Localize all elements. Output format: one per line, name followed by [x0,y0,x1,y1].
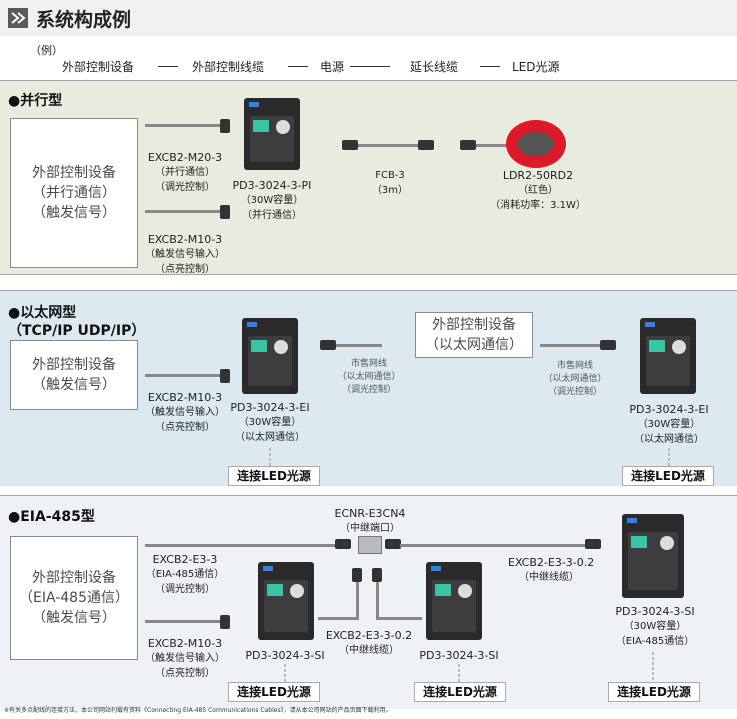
connector-line [269,448,271,466]
connect-led-label: 连接LED光源 [228,682,320,702]
section-title: ●并行型 [8,93,63,109]
controller-image [258,562,314,640]
connector-line [458,664,460,682]
relay-cable [376,582,379,618]
connector-icon [320,340,336,350]
connector-icon [220,119,230,133]
chain-item-1: 外部控制设备 [62,60,135,74]
cable-label: EXCB2-M10-3 （触发信号输入） （点亮控制） [145,637,225,679]
connector-icon [418,140,434,150]
cable-label: EXCB2-M20-3 （并行通信） （调光控制） [147,151,223,193]
footnote: ※有关多点配线的连接方法，本公司网站刊载有资料《Connecting EIA-4… [4,707,392,714]
controller-image [242,318,298,394]
connector-icon [372,568,382,582]
arrow-icon [8,8,28,28]
controller-label: PD3-3024-3-EI （30W容量） （以太网通信） [629,403,709,445]
relay-cable-label: EXCB2-E3-3-0.2 （中继线缆） [325,629,413,656]
cable-label: EXCB2-M10-3 （触发信号输入） （点亮控制） [145,391,225,433]
relay-cable [318,617,359,620]
example-label: （例） [30,44,63,57]
relay-cable [356,582,359,618]
section-title: ●以太网型 [8,305,77,321]
cable [145,210,225,213]
led-ring-light-image [506,120,566,168]
relay-terminal-icon [358,536,382,554]
cable-label: EXCB2-M10-3 （触发信号输入） （点亮控制） [145,233,225,275]
lan-cable-label: 市售网线 （以太网通信） （调光控制） [337,359,401,395]
connector-icon [220,615,230,629]
connector-icon [220,369,230,383]
controller-label: PD3-3024-3-SI （30W容量） （EIA-485通信） [615,605,695,647]
extension-cable [358,144,418,147]
relay-cable-label: EXCB2-E3-3-0.2 （中继线缆） [508,556,595,583]
divider [0,80,737,81]
lan-cable [336,344,382,347]
section-title: ●EIA-485型 [8,509,95,525]
divider [0,290,737,291]
relay-cable [376,617,422,620]
external-device-box: 外部控制设备 （EIA-485通信） （触发信号） [10,536,138,660]
chain-item-5: LED光源 [512,60,560,74]
controller-image [426,562,482,640]
divider [0,274,737,275]
controller-label: PD3-3024-3-EI （30W容量） （以太网通信） [230,401,310,443]
connector-icon [585,539,601,549]
connector-icon [335,539,351,549]
connect-led-label: 连接LED光源 [622,466,714,486]
device-name: 外部控制设备 [32,165,116,181]
connector-icon [352,568,362,582]
connect-led-label: 连接LED光源 [414,682,506,702]
cable [145,544,335,547]
connector-icon [220,205,230,219]
connect-led-label: 连接LED光源 [608,682,700,702]
external-device-box: 外部控制设备 （以太网通信） [415,312,533,358]
extension-cable-label: FCB-3 （3m） [371,170,409,196]
lan-cable-label: 市售网线 （以太网通信） （调光控制） [543,361,607,397]
controller-image [640,318,696,394]
chain-item-3: 电源 [320,60,345,74]
external-device-box: 外部控制设备 （并行通信） （触发信号） [10,118,138,268]
controller-label: PD3-3024-3-PI （30W容量） （并行通信） [232,179,312,221]
cable [145,124,225,127]
connector-icon [600,340,616,350]
chain-connector [350,66,390,67]
connector-icon [342,140,358,150]
controller-label: PD3-3024-3-SI [419,649,499,662]
title-bar [0,0,737,36]
cable [145,620,225,623]
connector-icon [460,140,476,150]
connect-led-label: 连接LED光源 [228,466,320,486]
cable-label: EXCB2-E3-3 （EIA-485通信） （调光控制） [145,553,225,595]
controller-label: PD3-3024-3-SI [245,649,325,662]
lan-cable [540,344,600,347]
device-mode: （并行通信） [32,185,116,201]
cable [145,374,225,377]
relay-cable [400,544,585,547]
relay-label: ECNR-E3CN4 （中继端口） [334,507,406,534]
chain-connector [158,66,178,67]
light-label: LDR2-50RD2 （红色） （消耗功率：3.1W） [490,169,586,211]
chain-connector [288,66,308,67]
section-subtitle: （TCP/IP UDP/IP） [8,323,146,339]
divider [0,495,737,496]
chain-item-2: 外部控制线缆 [192,60,265,74]
chain-connector [480,66,500,67]
external-device-box: 外部控制设备 （触发信号） [10,340,138,410]
page-title: 系统构成例 [36,9,132,31]
controller-image [622,514,684,598]
cable [476,144,506,147]
controller-image [244,98,300,170]
connector-icon [385,539,401,549]
connector-line [652,652,654,682]
connector-line [668,448,670,466]
connector-line [284,664,286,682]
device-mode: （触发信号） [32,205,116,221]
chain-item-4: 延长线缆 [410,60,459,74]
